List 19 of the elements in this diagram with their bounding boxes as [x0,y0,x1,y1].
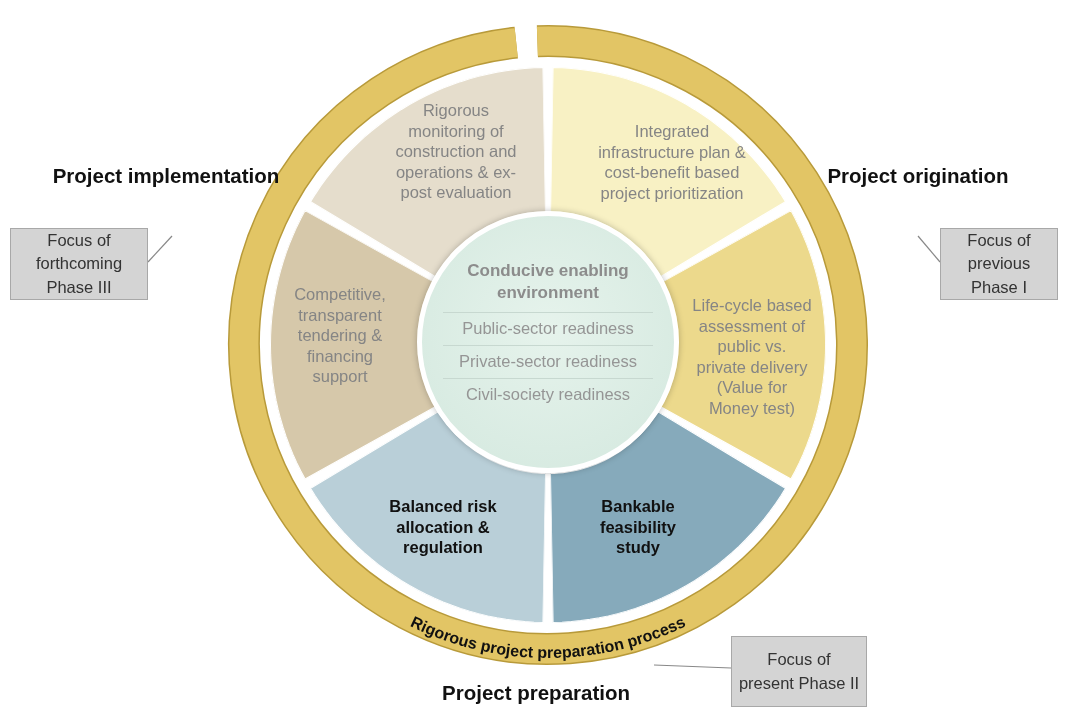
stage-heading: Project preparation [441,680,631,706]
segment-label: Balanced risk allocation & regulation [388,496,498,558]
segment-label: Competitive, transparent tendering & financing support [293,284,387,388]
readiness-item: Public-sector readiness [443,312,653,346]
segment-label: Integrated infrastructure plan & cost-benefit based project prioritization [597,120,747,204]
note-box: Focus of forthcoming Phase III [10,228,148,300]
note-box: Focus of present Phase II [731,636,867,707]
stage-heading: Project origination [826,163,1010,189]
leader-line [917,235,941,263]
stage-heading: Project implementation [51,163,281,189]
readiness-item: Private-sector readiness [443,345,653,379]
leader-line [653,664,732,669]
segment-label: Life-cycle based assessment of public vs. private delivery (Value for Money test) [692,295,812,419]
readiness-item: Civil-society readiness [443,378,653,412]
segment-label: Rigorous monitoring of construction and operations & ex-post evaluation [394,100,518,204]
center-title: Conducive enabling environment [466,260,630,305]
note-box: Focus of previous Phase I [940,228,1058,300]
leader-line [147,235,173,263]
segment-label: Bankable feasibility study [598,496,678,558]
